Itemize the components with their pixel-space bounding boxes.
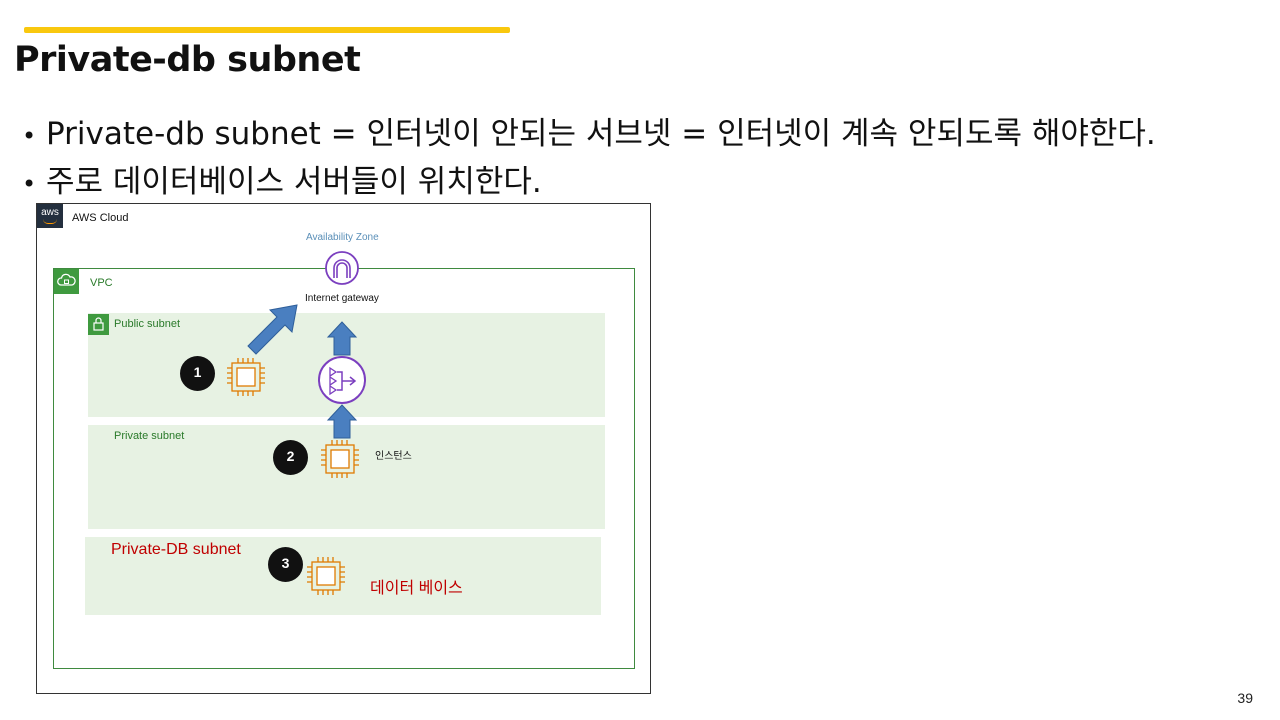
arrow-instance-to-igw (247, 304, 298, 355)
bullet-dot-icon: • (22, 170, 37, 198)
public-subnet-label: Public subnet (114, 318, 181, 330)
database-label: 데이터 베이스 (370, 580, 463, 597)
availability-zone-label: Availability Zone (306, 232, 379, 243)
bullet-list: • Private-db subnet = 인터넷이 안되는 서브넷 = 인터넷… (22, 108, 1156, 204)
chip-icon-database-instance (307, 557, 345, 595)
arrow-nat-to-igw (326, 321, 358, 356)
chip-icon-public-instance (227, 358, 265, 396)
step-badge-1: 1 (180, 356, 215, 391)
step-badge-2: 2 (273, 440, 308, 475)
private-subnet-label: Private subnet (114, 430, 185, 442)
instance-label: 인스턴스 (375, 451, 412, 462)
bullet-text: 주로 데이터베이스 서버들이 위치한다. (46, 164, 542, 200)
nat-gateway-icon (318, 356, 366, 404)
aws-logo-icon: aws (37, 204, 63, 228)
chip-icon-private-instance (321, 440, 359, 478)
internet-gateway-icon (325, 251, 359, 285)
bullet-item: • 주로 데이터베이스 서버들이 위치한다. (22, 156, 1156, 204)
page-number: 39 (1237, 690, 1253, 706)
vpc-label: VPC (90, 277, 113, 289)
bullet-item: • Private-db subnet = 인터넷이 안되는 서브넷 = 인터넷… (22, 108, 1156, 156)
step-badge-3: 3 (268, 547, 303, 582)
subnet-lock-icon (88, 314, 109, 335)
private-db-subnet-label: Private-DB subnet (111, 541, 241, 558)
aws-cloud-label: AWS Cloud (72, 212, 129, 224)
internet-gateway-label: Internet gateway (305, 293, 379, 304)
slide-title: Private-db subnet (14, 40, 361, 80)
bullet-dot-icon: • (22, 122, 37, 150)
arrow-private-to-nat (326, 404, 358, 439)
vpc-cloud-icon (54, 269, 79, 294)
accent-bar (24, 27, 510, 33)
private-db-subnet-area (85, 537, 601, 615)
aws-logo-text: aws (41, 207, 59, 218)
bullet-text: Private-db subnet = 인터넷이 안되는 서브넷 = 인터넷이 … (46, 116, 1156, 152)
